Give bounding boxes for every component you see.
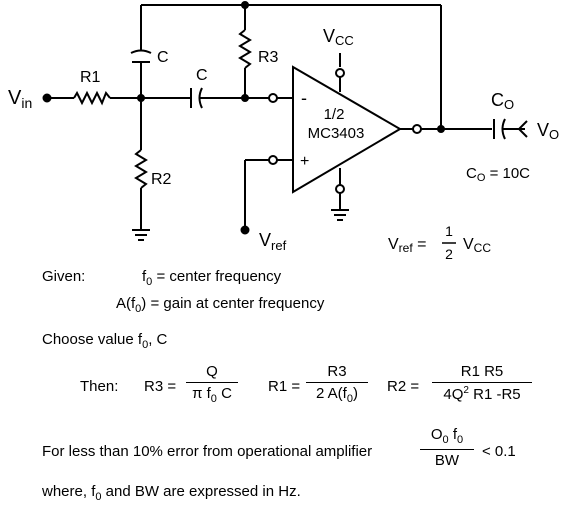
gnd-supply-terminal — [335, 184, 345, 194]
r2-resistor — [134, 149, 148, 189]
then-label: Then: — [80, 378, 119, 395]
r1-formula-label: R1 = — [268, 378, 301, 395]
r3-formula-fraction: Q π f0 C — [186, 364, 238, 405]
c-series-label: C — [196, 67, 208, 84]
vo-label: VO — [537, 120, 559, 142]
r1-resistor — [73, 90, 111, 106]
vref-eq-lhs: Vref = — [388, 236, 426, 255]
error-fraction: O0 f0 BW — [420, 427, 474, 468]
co-equation: CO = 10C — [466, 165, 530, 184]
f0-definition: f0 = center frequency — [142, 268, 282, 288]
r3-resistor — [238, 29, 252, 69]
vcc-label: VCC — [323, 26, 354, 48]
vref-eq-vcc: VCC — [463, 236, 491, 255]
vref-label: Vref — [259, 230, 287, 253]
error-threshold: < 0.1 — [482, 443, 516, 460]
vref-eq-denominator: 2 — [445, 246, 453, 260]
choose-line: Choose value f0, C — [42, 331, 168, 351]
error-condition-text: For less than 10% error from operational… — [42, 443, 373, 460]
circuit-schematic: Vin R1 R2 R3 C C VCC - + 1/2 MC3403 Vref… — [8, 1, 559, 260]
opamp-label-line1: 1/2 — [324, 106, 345, 123]
capacitor-c-top — [130, 49, 152, 63]
vref-eq-numerator: 1 — [445, 223, 453, 239]
vo-arrow-icon — [517, 120, 528, 138]
opamp-label-line2: MC3403 — [308, 125, 365, 142]
ground-opamp — [331, 209, 349, 221]
plus-sign: + — [300, 153, 309, 170]
given-label: Given: — [42, 268, 86, 285]
r2-formula-label: R2 = — [387, 378, 420, 395]
c-top-label: C — [157, 49, 169, 66]
output-terminal — [412, 124, 422, 134]
r2-formula-fraction: R1 R5 4Q2 R1 -R5 — [432, 364, 532, 402]
r3-formula-label: R3 = — [144, 378, 177, 395]
ground-r2 — [132, 229, 150, 241]
inverting-input-terminal — [268, 93, 278, 103]
noninverting-input-terminal — [268, 155, 278, 165]
where-line: where, f0 and BW are expressed in Hz. — [42, 483, 301, 503]
vref-terminal — [240, 225, 250, 235]
minus-sign: - — [301, 88, 307, 108]
gain-definition: A(f0) = gain at center frequency — [116, 295, 325, 315]
r2-label: R2 — [151, 171, 172, 188]
co-label: CO — [491, 90, 514, 112]
vcc-terminal — [335, 68, 345, 78]
r1-formula-fraction: R3 2 A(f0) — [306, 364, 368, 405]
r1-label: R1 — [80, 69, 101, 86]
opamp-triangle — [292, 65, 402, 194]
r3-label: R3 — [258, 49, 279, 66]
vin-label: Vin — [8, 87, 32, 111]
